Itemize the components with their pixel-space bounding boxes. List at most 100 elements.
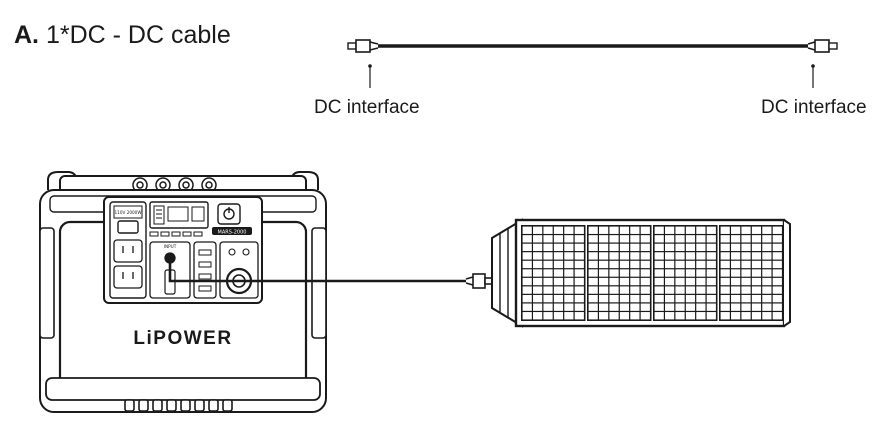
solar-cell: [741, 303, 751, 311]
solar-cell: [619, 260, 630, 269]
solar-cell: [685, 243, 696, 252]
solar-cell: [630, 277, 640, 286]
solar-cell: [609, 294, 619, 303]
solar-cell: [731, 303, 741, 311]
solar-cell: [640, 226, 650, 234]
solar-cell: [574, 243, 584, 252]
solar-cell: [533, 243, 543, 252]
solar-cell: [685, 260, 696, 269]
solar-cell: [553, 303, 564, 311]
solar-cell: [553, 243, 564, 252]
solar-cell: [564, 226, 574, 234]
solar-cell: [533, 226, 543, 234]
solar-cell: [720, 252, 730, 260]
solar-cell: [553, 269, 564, 277]
solar-cell: [741, 277, 751, 286]
solar-cell: [696, 252, 706, 260]
solar-cell: [654, 243, 664, 252]
dc-dc-cable: [347, 39, 838, 88]
solar-cell: [619, 269, 630, 277]
solar-cell: [665, 260, 675, 269]
solar-cell: [522, 269, 532, 277]
solar-cell: [685, 303, 696, 311]
solar-cell: [630, 235, 640, 243]
section-letter: A.: [14, 21, 39, 49]
solar-cell: [731, 243, 741, 252]
solar-cell: [675, 260, 685, 269]
solar-cell: [599, 260, 609, 269]
solar-cell: [522, 226, 532, 234]
solar-cell: [564, 235, 574, 243]
solar-cell: [619, 252, 630, 260]
solar-cell: [654, 235, 664, 243]
solar-cell: [574, 235, 584, 243]
solar-cell: [522, 312, 532, 320]
solar-cell: [762, 269, 772, 277]
solar-cell: [685, 312, 696, 320]
solar-cell: [696, 269, 706, 277]
solar-cell: [522, 235, 532, 243]
solar-cell: [762, 260, 772, 269]
left-dc-interface-label: DC interface: [314, 97, 420, 118]
solar-cell: [522, 303, 532, 311]
solar-cell: [588, 294, 598, 303]
solar-cell: [609, 252, 619, 260]
solar-cell: [574, 312, 584, 320]
solar-cell: [619, 243, 630, 252]
solar-cell: [675, 252, 685, 260]
solar-cell: [553, 226, 564, 234]
solar-cell: [609, 269, 619, 277]
solar-cell: [599, 303, 609, 311]
solar-cell: [619, 312, 630, 320]
solar-cell: [533, 286, 543, 294]
solar-cell: [665, 226, 675, 234]
dc-plug-icon: [347, 39, 379, 53]
solar-cell: [522, 243, 532, 252]
solar-cell: [588, 252, 598, 260]
solar-cell: [685, 226, 696, 234]
solar-cell: [619, 277, 630, 286]
solar-cell: [564, 294, 574, 303]
solar-cell: [588, 269, 598, 277]
solar-cell: [533, 260, 543, 269]
ac-outlet-icon: [113, 239, 143, 263]
solar-cell: [599, 286, 609, 294]
solar-cell: [609, 303, 619, 311]
solar-cell: [741, 235, 751, 243]
section-title: 1*DC - DC cable: [45, 21, 231, 49]
solar-cell: [553, 277, 564, 286]
dc-plug-icon: [807, 39, 838, 53]
solar-cell: [533, 277, 543, 286]
solar-cell: [522, 294, 532, 303]
solar-cell: [609, 260, 619, 269]
solar-cell: [543, 294, 553, 303]
solar-cell: [574, 294, 584, 303]
station-to-panel-cable: [168, 258, 493, 289]
solar-cell: [751, 252, 762, 260]
solar-cell: [543, 260, 553, 269]
solar-cell: [731, 294, 741, 303]
solar-cell: [665, 303, 675, 311]
solar-panel: [491, 218, 791, 328]
brand-logo: LiPOWER: [133, 328, 232, 349]
solar-cell: [665, 294, 675, 303]
solar-cell: [522, 286, 532, 294]
solar-cell: [609, 286, 619, 294]
solar-cell: [654, 226, 664, 234]
solar-cell: [630, 260, 640, 269]
input-label: INPUT: [164, 244, 177, 249]
solar-cell: [706, 252, 716, 260]
solar-cell: [543, 243, 553, 252]
solar-cell: [619, 235, 630, 243]
solar-cell: [720, 294, 730, 303]
solar-cell: [609, 226, 619, 234]
solar-cell: [640, 294, 650, 303]
solar-cell: [685, 277, 696, 286]
solar-cell: [665, 269, 675, 277]
solar-cell: [630, 252, 640, 260]
model-label: MARS-2000: [218, 230, 247, 236]
solar-cell: [564, 303, 574, 311]
solar-cell: [654, 252, 664, 260]
solar-cell: [751, 226, 762, 234]
